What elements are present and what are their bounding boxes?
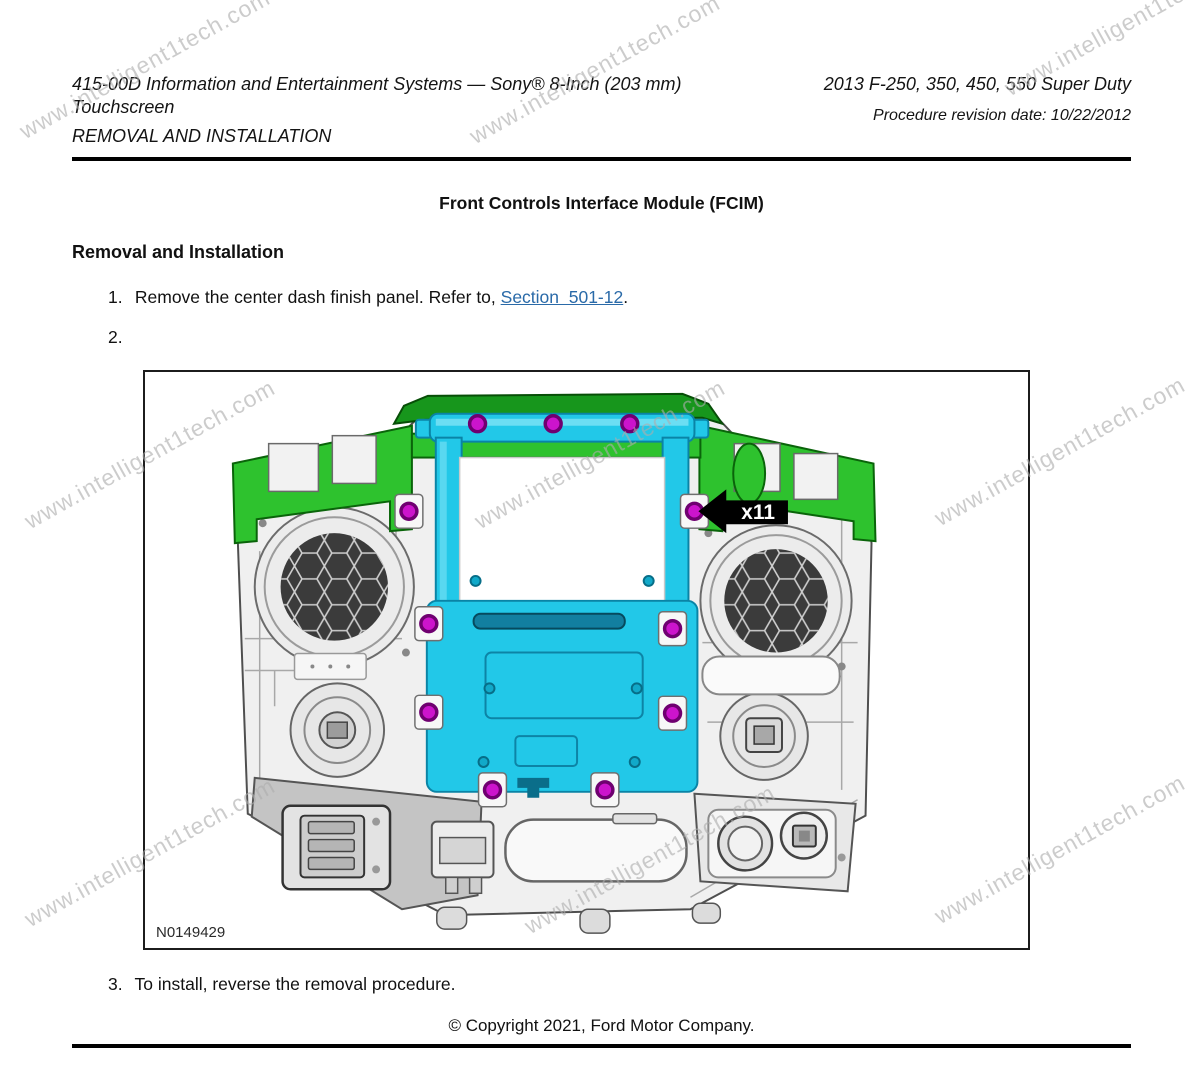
step-3: 3. To install, reverse the removal proce…: [108, 974, 456, 995]
mount-tab: [691, 902, 722, 924]
fastener-marker: [595, 780, 615, 800]
fastener-marker: [399, 501, 419, 521]
screen-opening: [458, 456, 666, 604]
mount-tab: [436, 906, 468, 930]
footer-divider: [72, 1044, 1131, 1048]
bottom-center-connector: [430, 812, 688, 895]
right-speaker-grille: [699, 524, 853, 678]
fastener-marker: [419, 613, 439, 634]
step-2: 2.: [108, 327, 130, 348]
step-1-period: .: [623, 287, 629, 307]
callout-label: x11: [741, 501, 775, 524]
revision-date: Procedure revision date: 10/22/2012: [873, 107, 1131, 124]
document-type: REMOVAL AND INSTALLATION: [72, 126, 332, 146]
section-heading: Removal and Installation: [72, 242, 285, 262]
section-link[interactable]: Section 501-12: [500, 287, 624, 307]
header-divider: [72, 157, 1131, 161]
vehicle-title: 2013 F-250, 350, 450, 550 Super Duty: [823, 74, 1131, 94]
fcim-diagram: x11: [231, 392, 877, 934]
fastener-markers: [394, 414, 710, 808]
figure-box: x11 N0149429: [143, 370, 1030, 950]
step-3-number: 3.: [108, 974, 123, 994]
step-1-number: 1.: [108, 287, 123, 307]
section-title: 415-00D Information and Entertainment Sy…: [72, 74, 682, 117]
fastener-marker: [467, 414, 488, 434]
figure-id-label: N0149429: [156, 924, 226, 941]
right-knob-opening: [719, 691, 809, 781]
quantity-callout: x11: [698, 489, 788, 534]
fastener-marker: [482, 780, 503, 800]
fastener-marker: [662, 703, 683, 723]
step-1: 1. Remove the center dash finish panel. …: [108, 287, 628, 308]
header-left: 415-00D Information and Entertainment Sy…: [72, 73, 787, 148]
green-clip: [732, 442, 767, 505]
fcim-slot: [472, 612, 626, 630]
header-right: 2013 F-250, 350, 450, 550 Super Duty Pro…: [821, 73, 1131, 127]
fastener-marker: [543, 414, 563, 434]
fastener-marker: [662, 618, 683, 639]
bottom-left-connector: [250, 776, 483, 911]
mount-tab: [579, 908, 611, 934]
bottom-right-connectors: [693, 792, 857, 893]
right-slot-opening: [701, 655, 841, 696]
fastener-marker: [620, 414, 640, 434]
step-3-text: To install, reverse the removal procedur…: [134, 974, 456, 994]
left-knob-opening: [289, 682, 386, 778]
step-2-number: 2.: [108, 327, 123, 347]
fastener-marker: [419, 702, 439, 722]
fcim-module: [414, 412, 710, 798]
copyright-line: © Copyright 2021, Ford Motor Company.: [448, 1016, 755, 1035]
page-title: Front Controls Interface Module (FCIM): [439, 193, 764, 213]
step-1-text: Remove the center dash finish panel. Ref…: [134, 287, 501, 307]
